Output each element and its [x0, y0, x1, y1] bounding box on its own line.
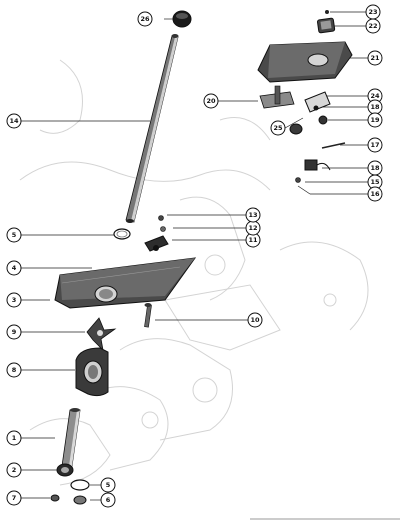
part-1-lower-tube [61, 408, 81, 467]
svg-text:13: 13 [248, 211, 257, 219]
callout-5-lower: 5 [100, 477, 116, 493]
callout-18-upper: 18 [367, 99, 383, 115]
svg-text:7: 7 [12, 494, 17, 502]
svg-text:5: 5 [106, 481, 111, 489]
part-14-tube [125, 34, 179, 223]
svg-text:22: 22 [368, 22, 377, 30]
part-11-12-13-fittings [144, 215, 169, 252]
svg-text:26: 26 [140, 15, 150, 23]
svg-text:18: 18 [370, 164, 380, 172]
callout-17: 17 [367, 137, 383, 153]
part-20-plate [259, 85, 295, 109]
part-10-bolt [144, 303, 152, 328]
callout-23: 23 [365, 4, 381, 20]
callout-26: 26 [137, 11, 153, 27]
part-15-16-18-switch [295, 159, 331, 183]
svg-text:9: 9 [12, 328, 17, 336]
callout-1: 1 [6, 430, 22, 446]
callout-22: 22 [365, 18, 381, 34]
callout-20: 20 [203, 93, 219, 109]
part-5-6-7-washers [50, 479, 90, 505]
callout-8: 8 [6, 362, 22, 378]
callout-14: 14 [6, 113, 22, 129]
callout-3: 3 [6, 292, 22, 308]
svg-text:1: 1 [12, 434, 17, 442]
svg-text:17: 17 [370, 141, 379, 149]
svg-text:12: 12 [248, 224, 257, 232]
svg-text:21: 21 [370, 54, 380, 62]
svg-text:11: 11 [248, 236, 258, 244]
svg-text:25: 25 [273, 124, 283, 132]
leader-lines [21, 11, 368, 501]
callout-13: 13 [245, 207, 261, 223]
background-engine-sketch [19, 59, 369, 486]
svg-text:16: 16 [370, 190, 380, 198]
svg-text:6: 6 [106, 496, 111, 504]
part-26-grommet [172, 10, 192, 28]
svg-text:24: 24 [370, 92, 380, 100]
part-2-sleeve [56, 463, 74, 477]
part-3-4-cover-lower [54, 257, 197, 309]
part-9-clip [86, 317, 117, 352]
callout-7: 7 [6, 490, 22, 506]
svg-text:23: 23 [368, 8, 377, 16]
svg-text:3: 3 [12, 296, 17, 304]
callout-25: 25 [270, 120, 286, 136]
svg-text:19: 19 [370, 116, 380, 124]
callout-10: 10 [247, 312, 263, 328]
part-17-rod [321, 142, 346, 149]
callout-21: 21 [367, 50, 383, 66]
svg-text:20: 20 [206, 97, 216, 105]
callout-5-upper: 5 [6, 227, 22, 243]
svg-text:5: 5 [12, 231, 17, 239]
callout-9: 9 [6, 324, 22, 340]
part-5-seal-upper [113, 228, 131, 240]
part-24-18-19-25-bracket-group [289, 91, 331, 135]
callout-18-lower: 18 [367, 160, 383, 176]
callout-16: 16 [367, 186, 383, 202]
svg-text:2: 2 [12, 466, 17, 474]
part-22-23-cap-screw [317, 10, 336, 34]
callout-4: 4 [6, 260, 22, 276]
svg-text:4: 4 [12, 264, 17, 272]
svg-text:18: 18 [370, 103, 380, 111]
callout-2: 2 [6, 462, 22, 478]
svg-text:10: 10 [250, 316, 260, 324]
part-8-bracket [75, 347, 109, 397]
svg-text:8: 8 [12, 366, 17, 374]
callout-19: 19 [367, 112, 383, 128]
svg-text:14: 14 [9, 117, 19, 125]
callout-6: 6 [100, 492, 116, 508]
callout-12: 12 [245, 220, 261, 236]
part-21-upper-cover [257, 41, 353, 83]
svg-text:15: 15 [370, 178, 380, 186]
